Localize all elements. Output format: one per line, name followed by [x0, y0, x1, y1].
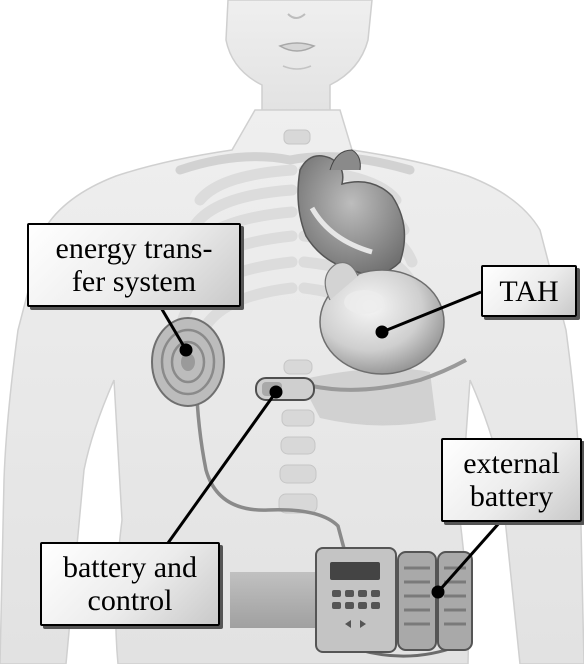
diaphragm-shape: [300, 368, 436, 425]
external-battery-label-line2: battery: [470, 480, 553, 513]
external-battery-label-line1: external: [463, 447, 560, 480]
controller-icon: [316, 548, 396, 652]
battery-control-label-line2: control: [88, 584, 173, 617]
coil-icon: [152, 318, 224, 406]
energy-transfer-label: energy trans- fer system: [27, 223, 241, 307]
energy-transfer-label-line2: fer system: [72, 265, 196, 298]
battery-control-label: battery and control: [40, 542, 220, 626]
battery-control-label-line1: battery and: [63, 551, 197, 584]
external-battery-label: external battery: [441, 438, 582, 522]
energy-transfer-label-line1: energy trans-: [56, 232, 213, 265]
tah-label: TAH: [481, 265, 577, 317]
tah-label-text: TAH: [499, 275, 558, 308]
implant-controller-icon: [256, 378, 314, 400]
